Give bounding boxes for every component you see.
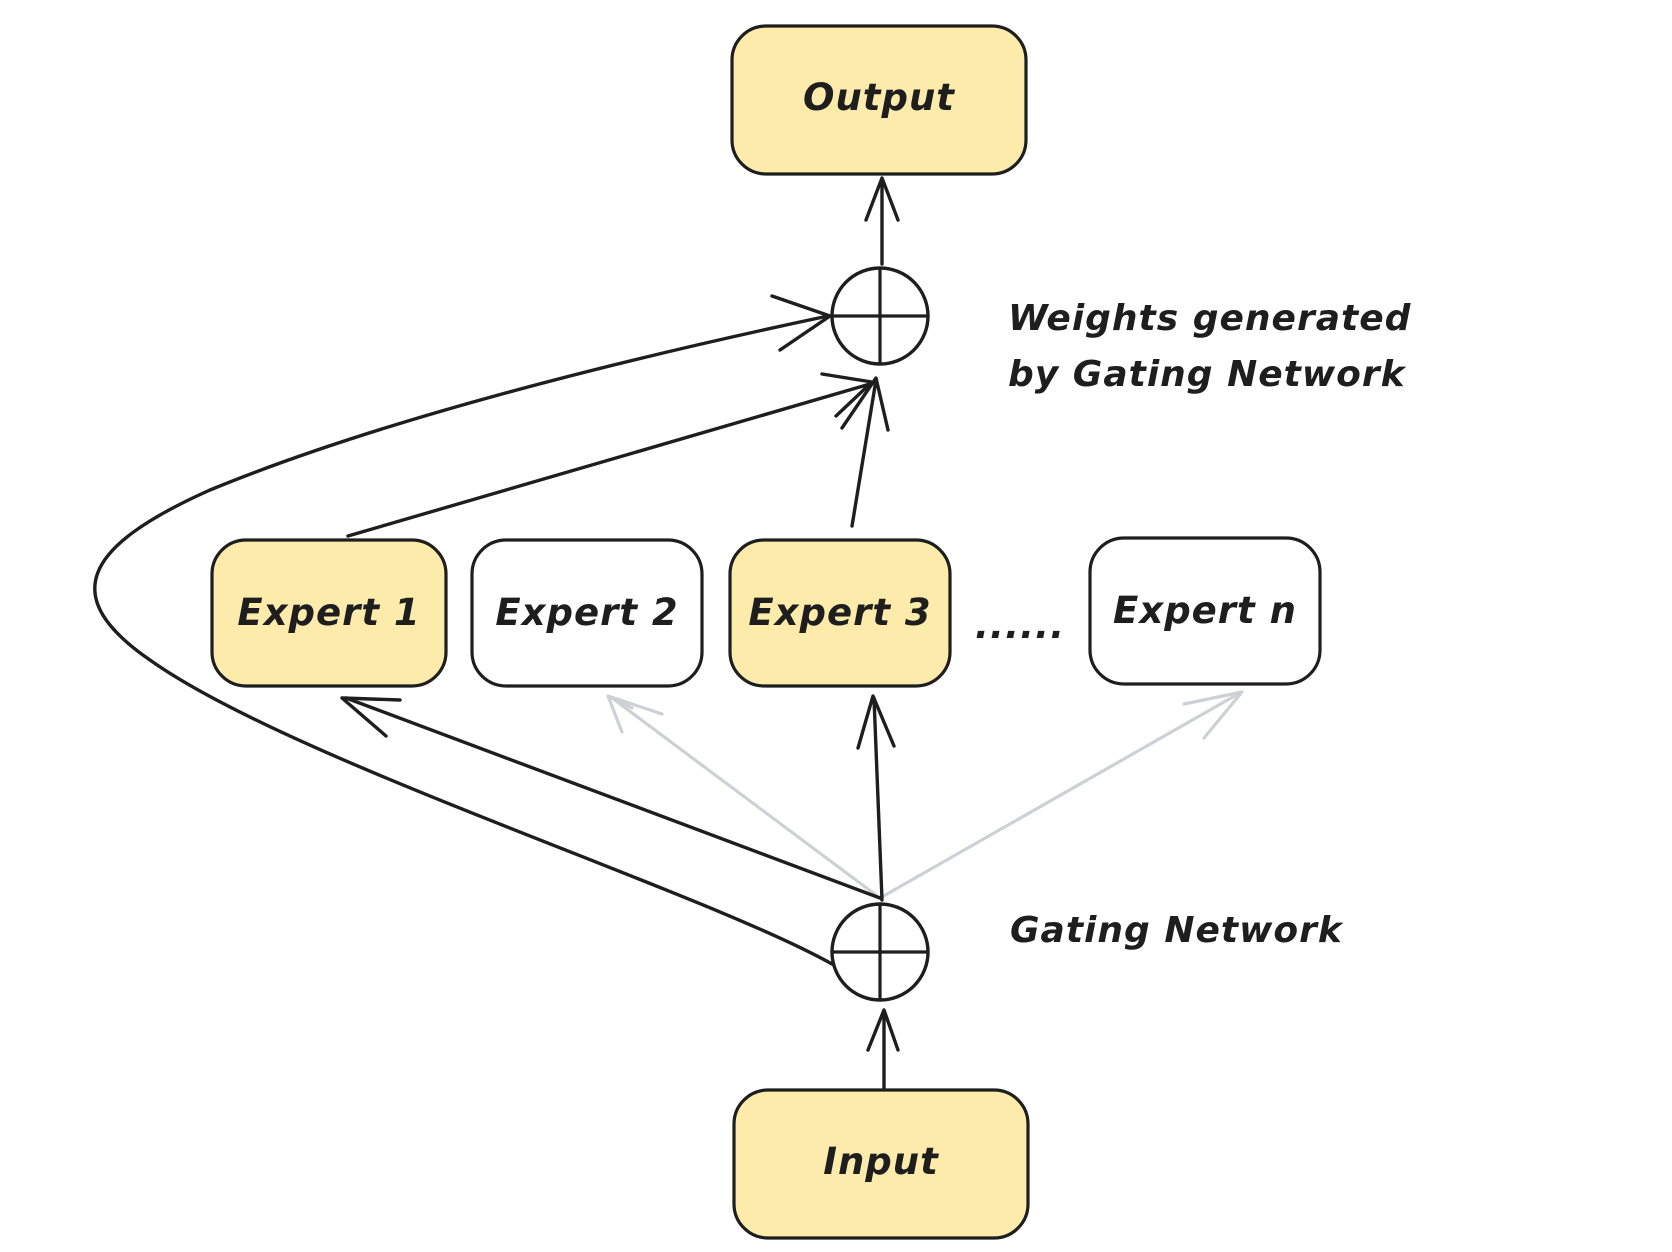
edge-input-to-gating [866,1008,900,1090]
expert-n-node: Expert n [1088,536,1322,686]
output-label: Output [803,76,955,119]
output-node: Output [730,24,1028,176]
edge-gating-to-expert-n [878,690,1244,900]
edge-expert-1-to-weighted-sum [346,372,874,538]
expert-ellipsis: ...... [975,604,1065,647]
expert-1-label: Expert 1 [237,591,420,634]
gating-network-annotation: Gating Network [1010,910,1344,951]
edge-expert-3-to-weighted-sum [840,376,890,528]
expert-1-node: Expert 1 [210,538,448,688]
expert-n-label: Expert n [1113,589,1297,632]
input-node: Input [732,1088,1030,1240]
gating-combiner [830,902,930,1002]
expert-3-node: Expert 3 [728,538,952,688]
weights-annotation: Weights generated by Gating Network [1008,298,1412,395]
edge-gating-to-expert-3 [856,694,896,902]
expert-2-label: Expert 2 [495,591,678,634]
edge-gating-to-expert-1 [340,696,882,900]
input-label: Input [823,1140,939,1183]
weights-annotation-line-2: by Gating Network [1008,354,1407,395]
expert-2-node: Expert 2 [470,538,704,688]
expert-3-label: Expert 3 [748,591,931,634]
weighted-sum-combiner [830,266,930,366]
edge-gating-bypass-to-weighted-sum [93,294,834,966]
edge-weighted-sum-to-output [864,176,900,266]
edge-gating-to-expert-2 [606,694,882,900]
weights-annotation-line-1: Weights generated [1008,298,1412,339]
